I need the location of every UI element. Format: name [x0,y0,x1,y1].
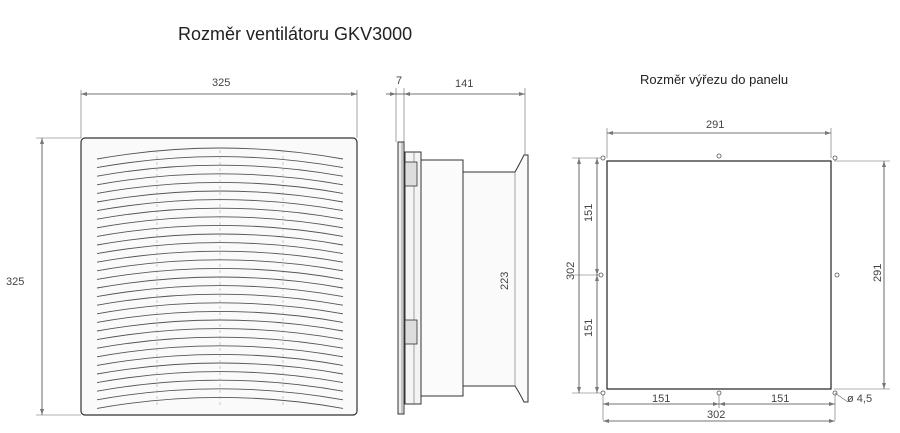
cutout-title: Rozměr výřezu do panelu [640,72,788,87]
cutout-right-height: 291 [872,264,884,282]
mount-hole [716,153,722,159]
top-clip [404,161,418,187]
grille-slat [96,345,344,358]
duct-diameter-label: 223 [499,272,511,290]
mount-hole [832,155,838,161]
side-duct [462,154,529,403]
mount-hole [598,272,604,278]
grille-slat [96,285,344,298]
grille-slat [96,371,344,384]
grille-slats [96,147,344,409]
main-title: Rozměr ventilátoru GKV3000 [178,24,412,44]
cutout-bottom-width: 302 [707,409,725,421]
bottom-clip [404,319,418,345]
cutout-bottom-left-half: 151 [652,393,670,405]
cutout-left-height: 302 [565,262,577,280]
grille-slat [96,164,344,177]
cutout-left-bottom-half: 151 [583,319,595,337]
mount-hole [716,390,722,396]
grille-slat [96,190,344,203]
front-grille-frame [80,137,358,416]
grille-slat [96,328,344,341]
grille-slat [96,147,344,160]
grille-slat [96,207,344,220]
grille-slat [96,173,344,186]
side-housing [404,151,422,405]
grille-slat [96,224,344,237]
cutout-bottom-right-half: 151 [771,393,789,405]
mount-hole [600,390,606,396]
grille-slat [96,310,344,323]
flange-depth-label: 7 [396,75,402,87]
front-height-label: 325 [6,276,24,288]
cutout-rectangle [606,160,832,390]
depth-label: 141 [455,78,473,90]
grille-slat [96,250,344,263]
hole-diameter-label: ø 4,5 [847,393,872,405]
side-flange [397,141,405,415]
front-view: 325 325 [6,77,358,416]
mount-hole [834,272,840,278]
grille-slat [96,388,344,401]
panel-cutout: 291 291 302 151 151 151 [565,119,890,423]
front-width-label: 325 [212,77,230,89]
cutout-top-width: 291 [706,119,724,131]
grille-slat [96,267,344,280]
mount-hole [600,155,606,161]
side-view: 7 141 223 [386,75,529,415]
cutout-left-top-half: 151 [583,204,595,222]
